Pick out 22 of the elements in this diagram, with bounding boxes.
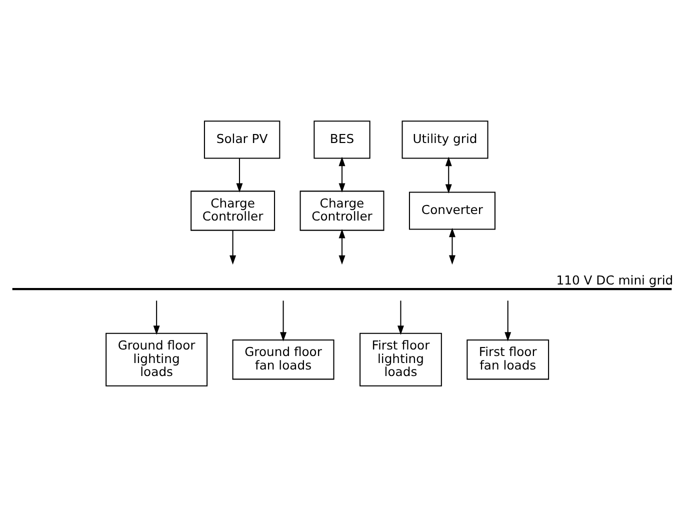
node-box: Converter — [408, 191, 496, 230]
arrow — [153, 300, 160, 334]
node-box: First floor fan loads — [466, 339, 550, 380]
node-box — [12, 288, 672, 290]
node-box: BES — [314, 120, 370, 158]
node-box: First floor lighting loads — [360, 332, 442, 386]
node-label: 110 V DC mini grid — [556, 273, 674, 288]
arrow — [445, 156, 452, 193]
arrow — [236, 158, 243, 192]
node-box: Solar PV — [204, 120, 280, 158]
arrow — [504, 300, 512, 341]
arrow — [448, 227, 456, 264]
arrow — [338, 228, 346, 264]
arrow — [230, 230, 236, 264]
arrow — [397, 300, 404, 334]
arrow — [338, 156, 346, 192]
node-box: Ground floor fan loads — [232, 339, 334, 380]
node-box: Ground floor lighting loads — [106, 332, 208, 386]
node-box: Charge Controller — [190, 190, 276, 230]
node-box: Utility grid — [402, 120, 488, 158]
arrow — [280, 300, 287, 341]
node-box: Charge Controller — [300, 190, 384, 230]
